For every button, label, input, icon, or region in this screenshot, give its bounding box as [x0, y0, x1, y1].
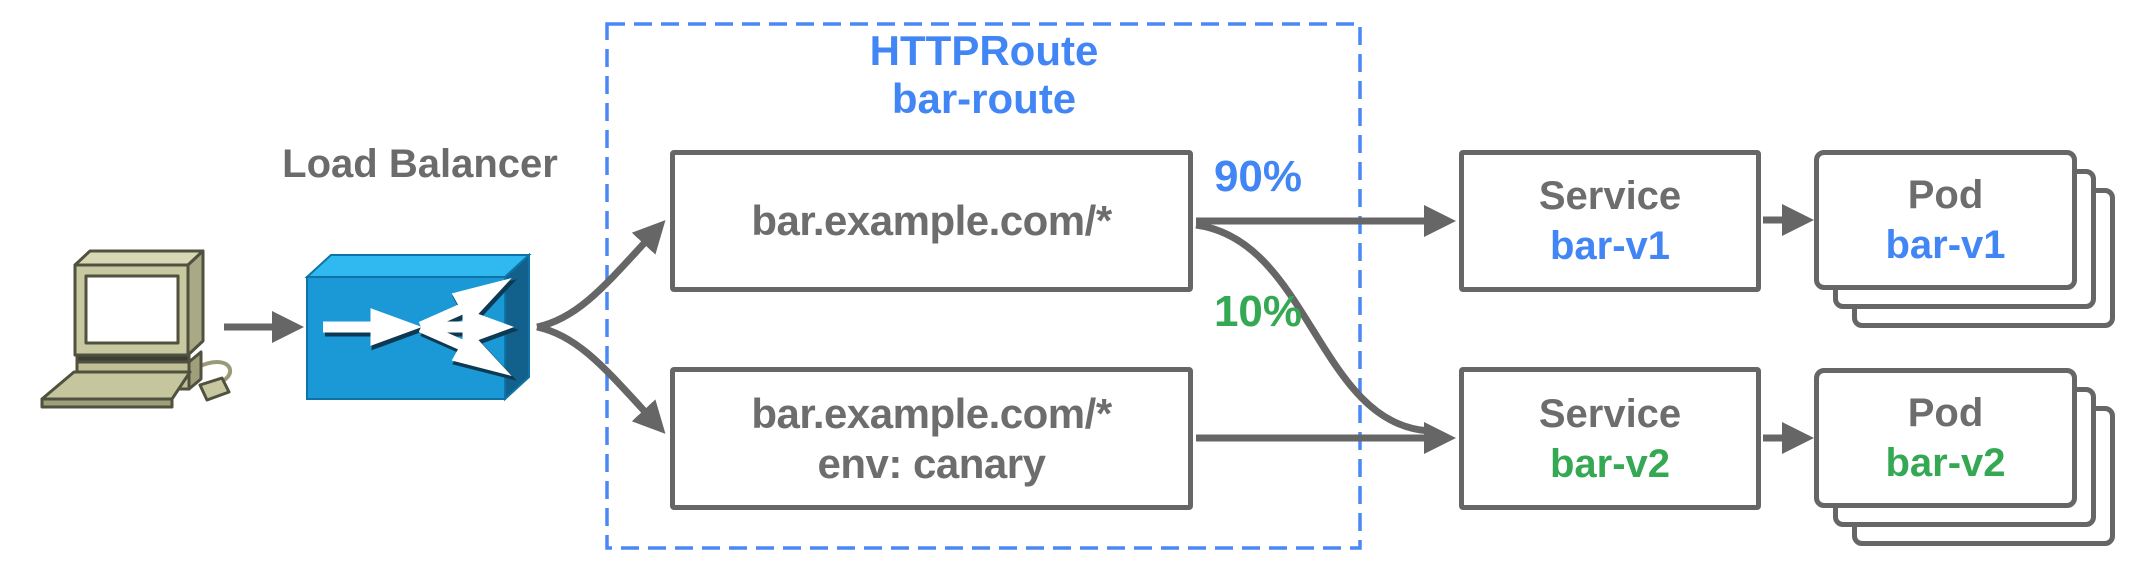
httproute-kind-label: HTTPRoute — [869, 27, 1099, 74]
service-box-bar-v1: Service bar-v1 — [1459, 150, 1761, 292]
desktop-computer-icon — [40, 249, 233, 409]
pod-stack-bar-v1: Pod bar-v1 — [1814, 150, 2115, 328]
arrow-rule1-to-service-v2 — [1195, 221, 1431, 435]
pod-name-label: bar-v1 — [1885, 223, 2006, 267]
httproute-name-label: bar-route — [891, 75, 1077, 122]
service-name-label: bar-v1 — [1549, 224, 1671, 268]
route-rule-1-match: bar.example.com/* — [751, 197, 1112, 244]
pod-name-label: bar-v2 — [1885, 441, 2006, 485]
traffic-weight-90-label: 90% — [1213, 152, 1303, 201]
route-rule-box-2: bar.example.com/* env: canary — [670, 367, 1193, 510]
load-balancer-label: Load Balancer — [282, 142, 558, 186]
mouse — [198, 376, 231, 402]
monitor-screen — [84, 274, 180, 345]
arrow-lb-to-rule2 — [536, 323, 666, 434]
arrow-lb-to-rule1 — [536, 220, 666, 331]
lb-split-arrows-glyph — [323, 278, 519, 381]
keyboard — [40, 370, 192, 401]
service-kind-label: Service — [1538, 174, 1682, 218]
pod-stack-bar-v2: Pod bar-v2 — [1814, 368, 2115, 546]
route-rule-2-match: bar.example.com/* — [751, 389, 1112, 437]
pod-box-bar-v1: Pod bar-v1 — [1814, 150, 2077, 290]
route-rule-2-header: env: canary — [817, 439, 1046, 487]
service-box-bar-v2: Service bar-v2 — [1459, 367, 1761, 510]
httproute-dashed-boundary — [605, 22, 1362, 550]
service-name-label: bar-v2 — [1549, 441, 1671, 486]
traffic-weight-10-label: 10% — [1213, 287, 1303, 336]
service-kind-label: Service — [1538, 391, 1682, 436]
httproute-title: HTTPRoute bar-route — [784, 27, 1184, 123]
pod-kind-label: Pod — [1907, 173, 1984, 217]
route-rule-box-1: bar.example.com/* — [670, 150, 1193, 292]
pod-kind-label: Pod — [1907, 391, 1984, 435]
load-balancer-icon — [304, 252, 532, 402]
pod-box-bar-v2: Pod bar-v2 — [1814, 368, 2077, 508]
